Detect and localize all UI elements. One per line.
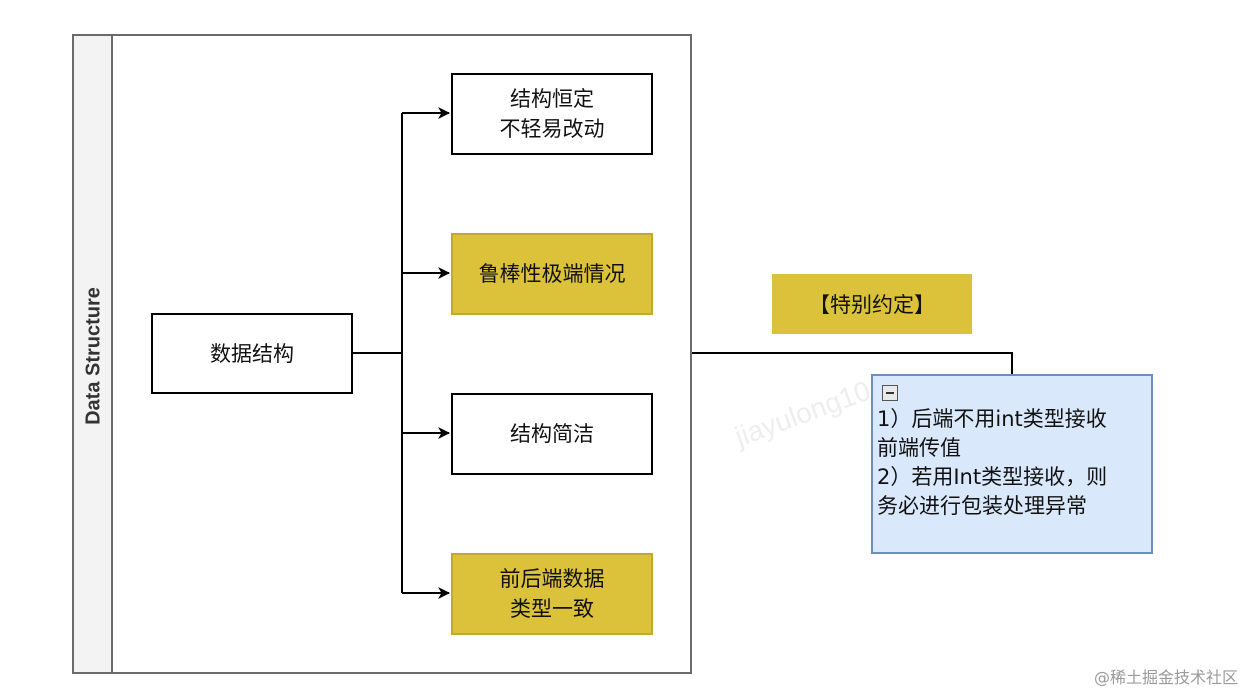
note-text: 1）后端不用int类型接收 前端传值 2）若用Int类型接收，则 务必进行包装处…: [877, 407, 1108, 518]
special-agreement-tag[interactable]: 【特别约定】: [772, 274, 972, 334]
edge-pool-to-note: [692, 352, 1013, 374]
pool-header: Data Structure: [74, 36, 113, 672]
child-node-2[interactable]: 鲁棒性极端情况: [451, 233, 653, 315]
agreement-note[interactable]: 1）后端不用int类型接收 前端传值 2）若用Int类型接收，则 务必进行包装处…: [871, 374, 1153, 554]
child-node-3[interactable]: 结构简洁: [451, 393, 653, 475]
credit-text: @稀土掘金技术社区: [1093, 668, 1238, 687]
collapse-minus-icon[interactable]: [882, 385, 898, 401]
child-node-1[interactable]: 结构恒定 不轻易改动: [451, 73, 653, 155]
root-node[interactable]: 数据结构: [151, 313, 353, 394]
child-node-4[interactable]: 前后端数据 类型一致: [451, 553, 653, 635]
